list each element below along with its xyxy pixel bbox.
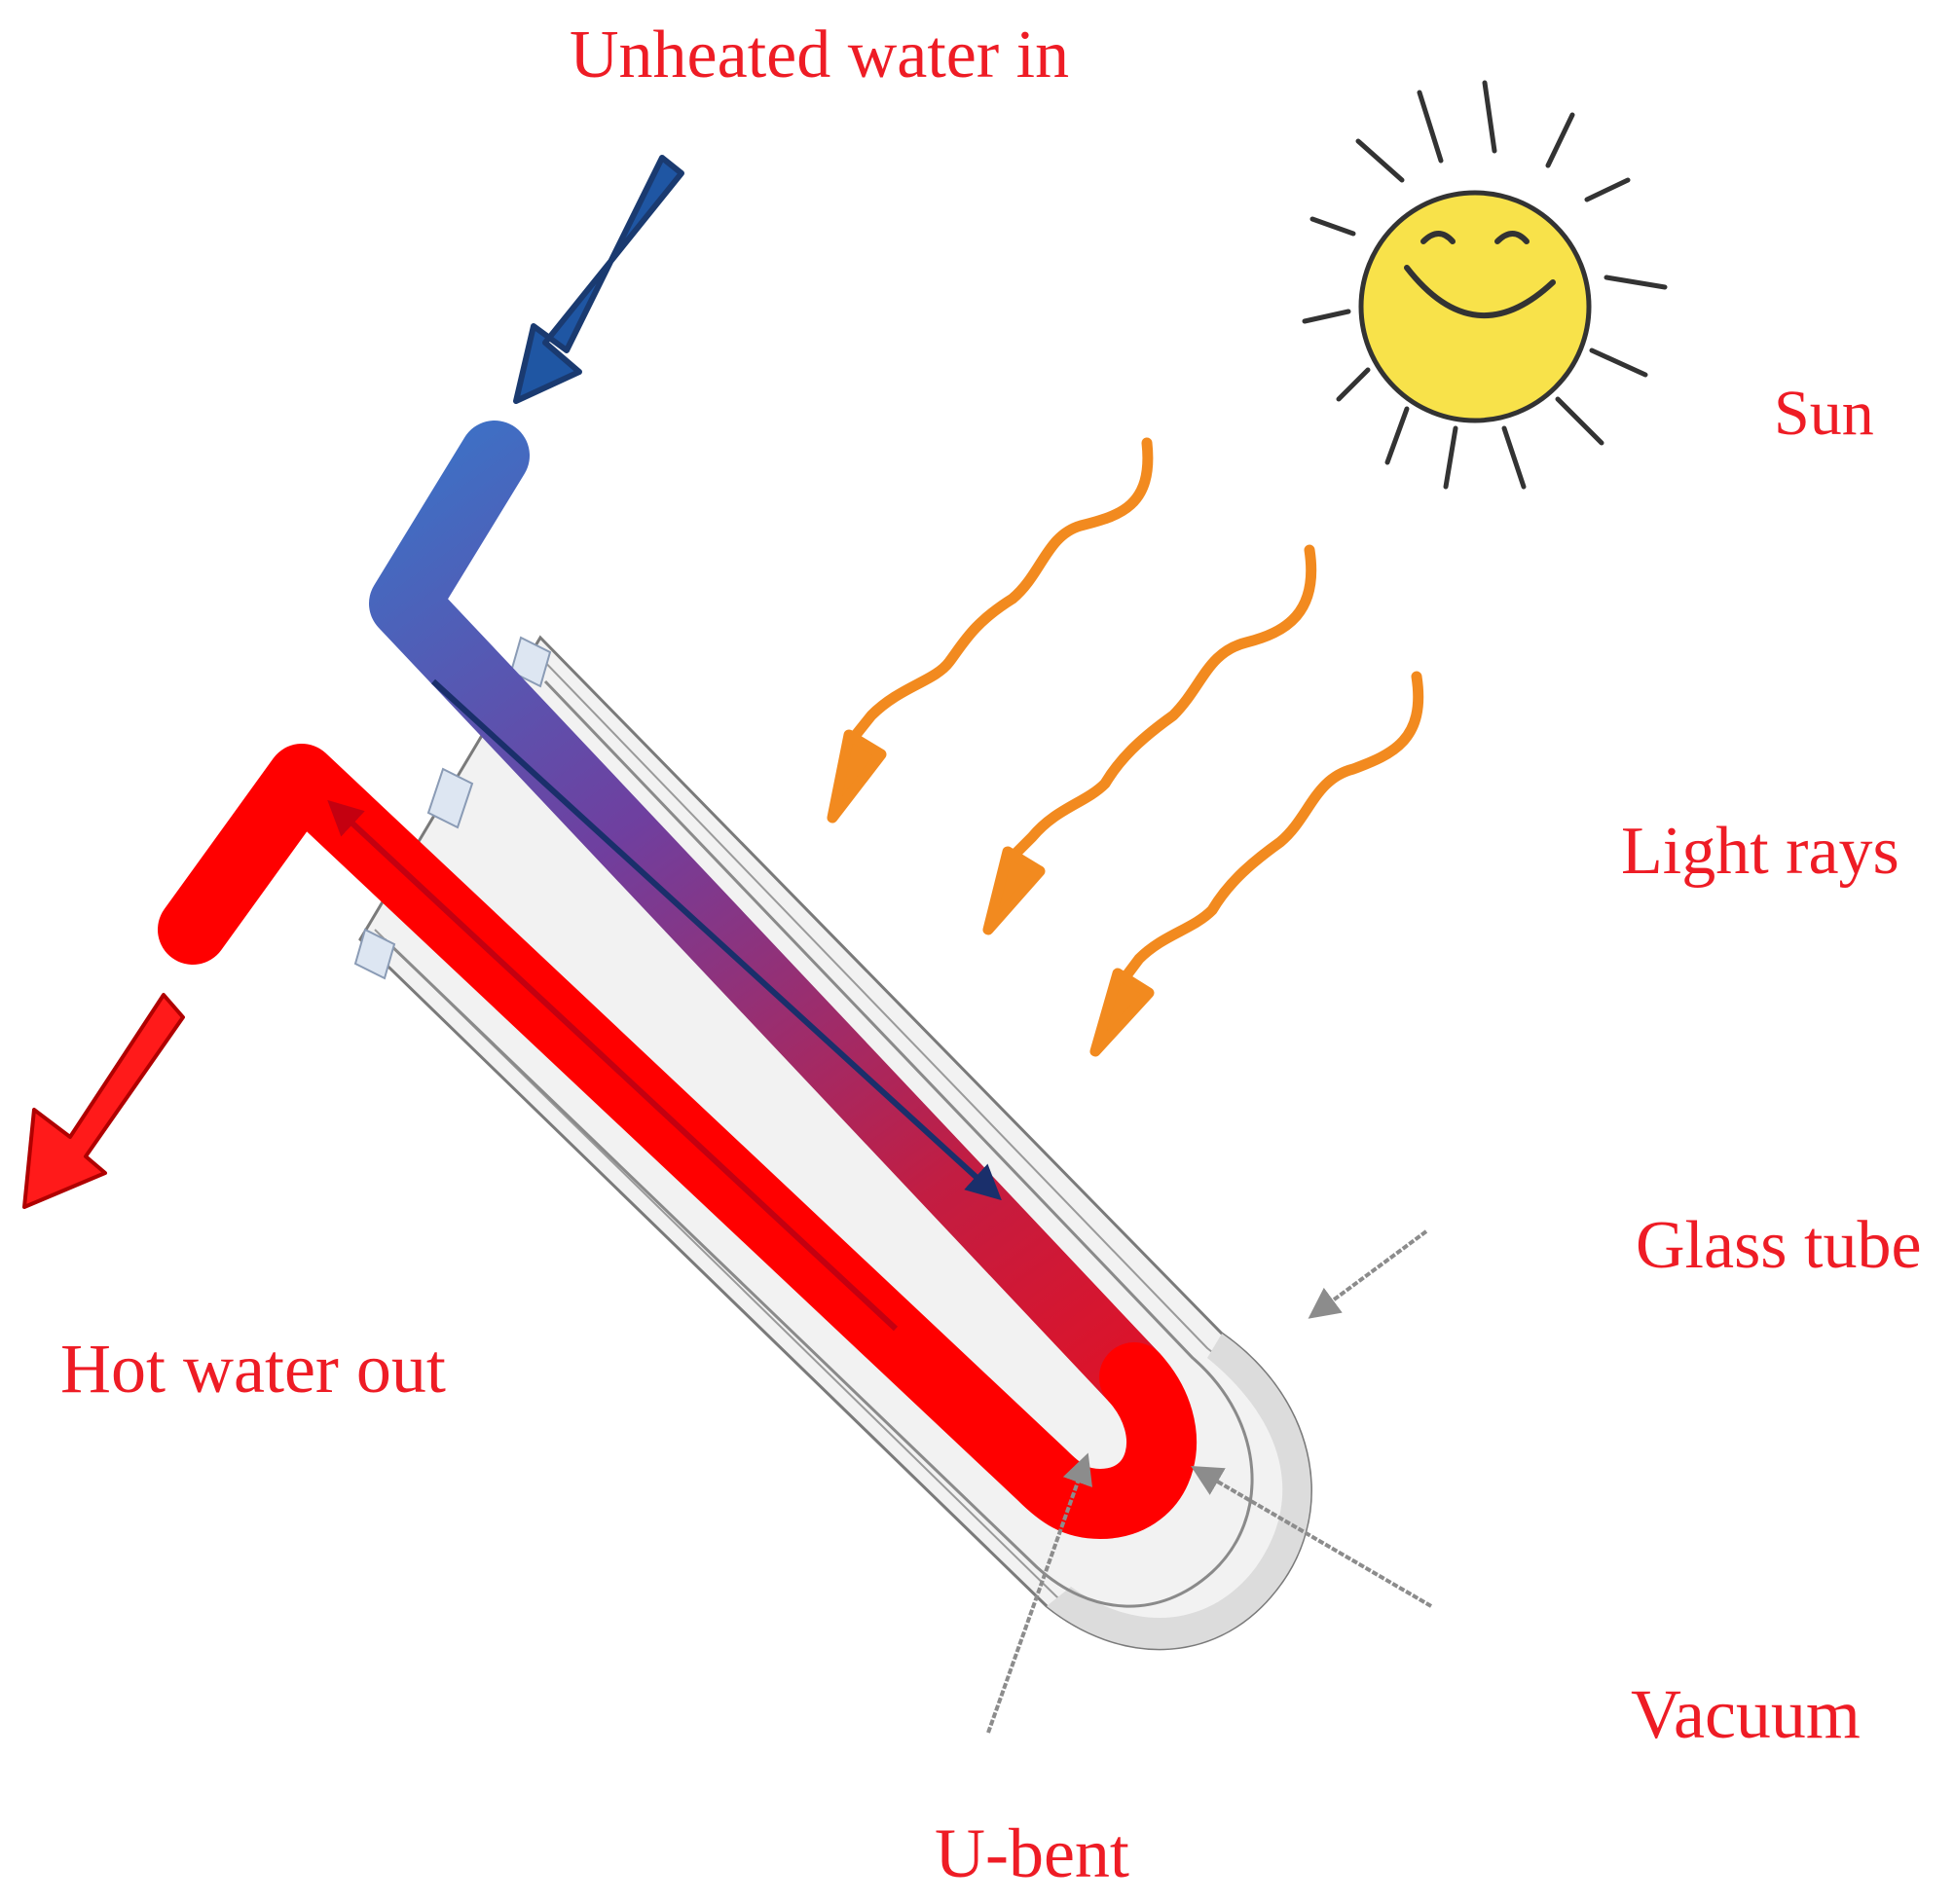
hot-water-pipe xyxy=(158,744,1197,1539)
glass-tube-pointer xyxy=(1308,1229,1428,1319)
cold-water-pipe xyxy=(369,421,1169,1412)
sun-icon xyxy=(1302,80,1668,490)
label-hot-water-out: Hot water out xyxy=(60,1330,446,1408)
label-glass-tube: Glass tube xyxy=(1636,1208,1922,1283)
label-u-bent: U-bent xyxy=(935,1814,1129,1892)
flow-arrow-up xyxy=(327,799,899,1332)
vacuum-inner-tube xyxy=(383,679,1254,1608)
water-out-arrow xyxy=(22,993,185,1209)
u-bent-pointer xyxy=(986,1452,1092,1734)
label-sun: Sun xyxy=(1774,378,1874,449)
flow-arrow-down xyxy=(430,678,1002,1201)
label-light-rays: Light rays xyxy=(1621,814,1899,889)
light-ray-2 xyxy=(982,544,1317,935)
light-ray-3 xyxy=(1089,671,1424,1057)
glass-tube xyxy=(358,635,1312,1651)
label-unheated-water-in: Unheated water in xyxy=(570,18,1070,92)
vacuum-pointer xyxy=(1191,1465,1433,1608)
water-in-arrow xyxy=(513,155,684,404)
tube-collar xyxy=(353,636,552,980)
label-vacuum: Vacuum xyxy=(1631,1675,1861,1753)
light-ray-1 xyxy=(827,437,1154,824)
